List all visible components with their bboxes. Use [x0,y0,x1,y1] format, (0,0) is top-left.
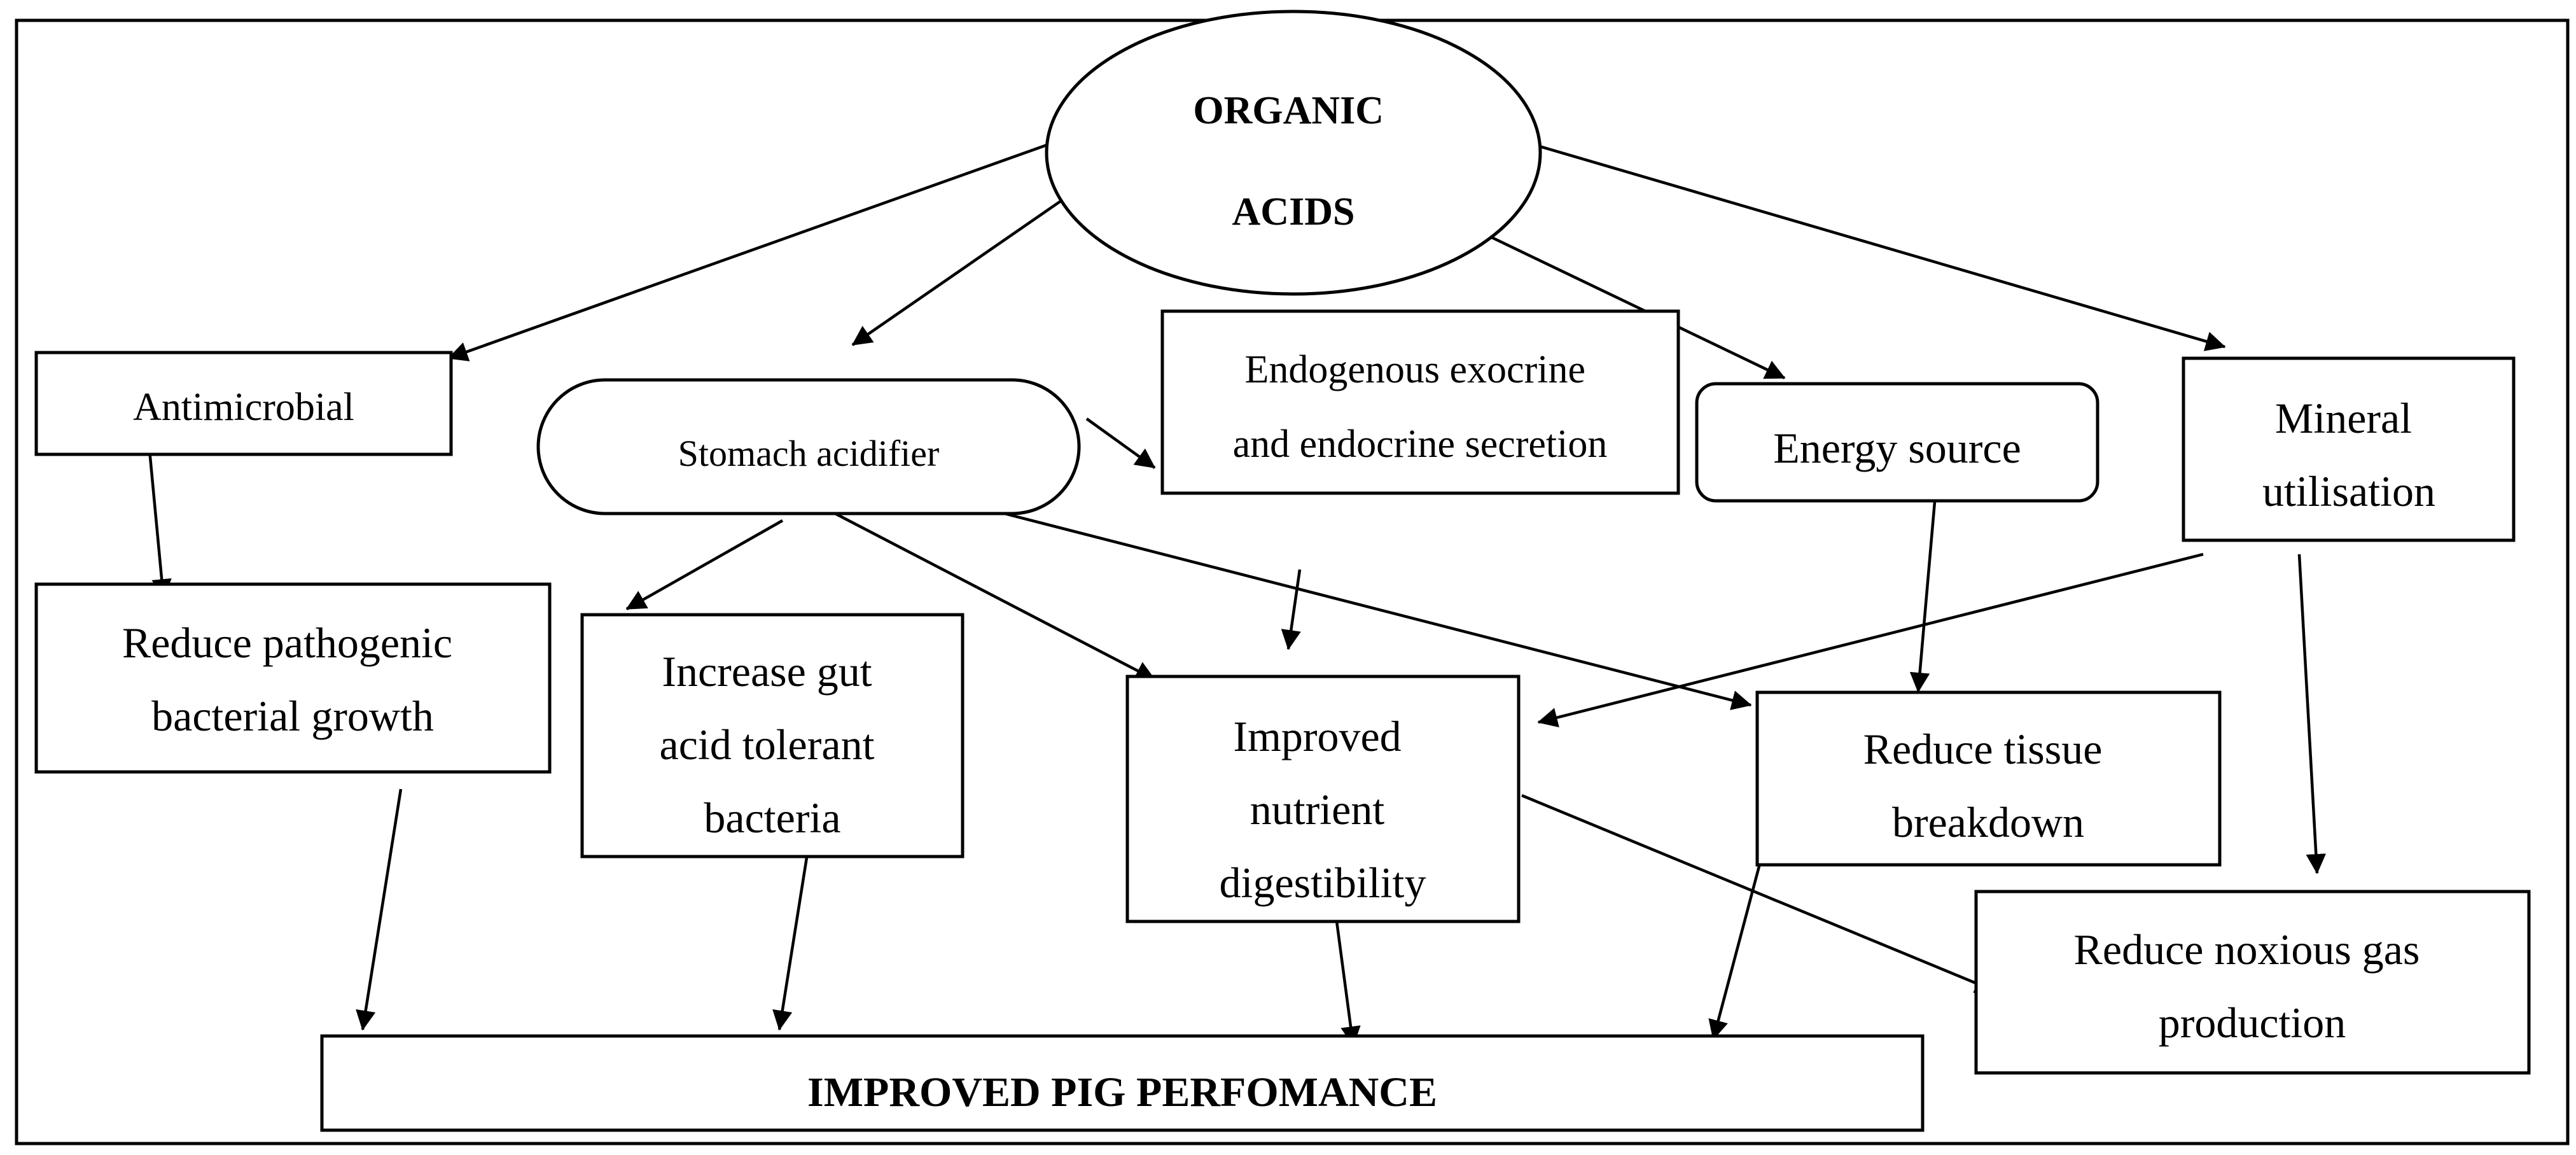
node-reduce-gas-label: Reduce noxious gas production [2074,925,2431,1047]
node-improved-performance: IMPROVED PIG PERFOMANCE [320,1034,1925,1132]
node-energy-source-label: Energy source [1773,424,2021,472]
node-reduce-pathogenic: Reduce pathogenic bacterial growth [34,582,552,774]
edges [148,141,2327,1047]
edge-antimicrobial-to-reduce-pathogenic [148,449,172,599]
node-reduce-gas: Reduce noxious gas production [1974,890,2531,1075]
edge-stomach-to-reduce-tissue [1001,511,1752,710]
node-improved-digestibility: Improved nutrient digestibility [1125,675,1521,923]
edge-reduce-pathogenic-to-performance [356,788,403,1031]
edge-stomach-to-improved-digestibility [829,510,1156,681]
edge-improved-digestibility-to-reduce-gas [1521,794,1996,993]
node-reduce-pathogenic-label: Reduce pathogenic bacterial growth [122,619,463,740]
node-stomach-acidifier-label: Stomach acidifier [678,433,940,474]
edge-reduce-tissue-to-performance [1708,849,1765,1040]
node-reduce-tissue-label: Reduce tissue breakdown [1863,725,2113,846]
node-antimicrobial-label: Antimicrobial [133,386,354,429]
node-increase-gut: Increase gut acid tolerant bacteria [580,613,964,858]
edge-energy-to-reduce-tissue [1909,494,1937,693]
node-organic-acids-label: ORGANIC ACIDS [1193,89,1393,234]
edge-stomach-to-increase-gut [625,519,784,610]
node-endogenous-secretion: Endogenous exocrine and endocrine secret… [1160,309,1680,495]
node-energy-source: Energy source [1695,382,2099,503]
edge-organic-to-mineral [1528,141,2226,351]
node-organic-acids: ORGANIC ACIDS [1045,10,1542,296]
edge-endogenous-to-improved-digestibility [1281,569,1302,650]
node-reduce-tissue: Reduce tissue breakdown [1755,690,2222,867]
edge-improved-digestibility-to-performance [1334,916,1361,1047]
edge-stomach-to-endogenous [1085,417,1156,469]
node-improved-digestibility-label: Improved nutrient digestibility [1220,712,1426,907]
edge-organic-to-antimicrobial [447,143,1047,361]
edge-mineral-to-improved-digestibility [1537,552,2204,727]
node-stomach-acidifier: Stomach acidifier [536,378,1081,515]
node-improved-performance-label: IMPROVED PIG PERFOMANCE [807,1069,1437,1116]
node-increase-gut-label: Increase gut acid tolerant bacteria [660,647,886,842]
node-mineral-utilisation-label: Mineral utilisation [2262,394,2435,515]
node-mineral-utilisation: Mineral utilisation [2182,356,2516,542]
edge-increase-gut-to-performance [772,849,810,1031]
edge-mineral-to-reduce-gas [2297,554,2327,874]
node-endogenous-secretion-label: Endogenous exocrine and endocrine secret… [1233,348,1608,466]
node-antimicrobial: Antimicrobial [34,351,453,456]
